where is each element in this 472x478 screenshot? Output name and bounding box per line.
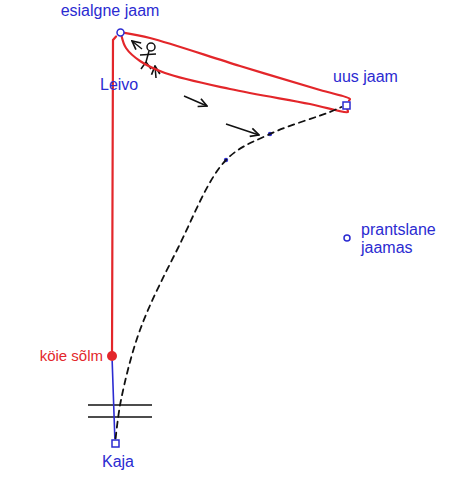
station-label: esialgne jaam	[61, 2, 160, 20]
path-dots	[224, 132, 272, 162]
station-label: Kaja	[102, 453, 134, 471]
marker-shape	[342, 101, 351, 110]
station-label: köie sõlm	[40, 347, 103, 364]
marker-shape	[111, 439, 120, 448]
person-name: Leivo	[100, 76, 138, 94]
rope-knot: köie sõlm	[107, 351, 117, 361]
station-marker: uus jaam	[342, 101, 351, 110]
marker-shape	[107, 351, 117, 361]
rope-line	[112, 361, 115, 439]
station-label: uus jaam	[333, 68, 398, 86]
station-marker: esialgne jaam	[116, 28, 125, 37]
station-marker: prantslane jaamas	[343, 234, 351, 242]
marker-shape	[343, 234, 351, 242]
track-crossing	[88, 405, 152, 417]
rope-loop	[122, 37, 348, 113]
station-marker: Kaja	[111, 439, 120, 448]
walking-path	[116, 107, 342, 439]
movement-arrows	[132, 41, 259, 135]
marker-shape	[116, 28, 125, 37]
station-label: prantslane jaamas	[361, 221, 461, 258]
